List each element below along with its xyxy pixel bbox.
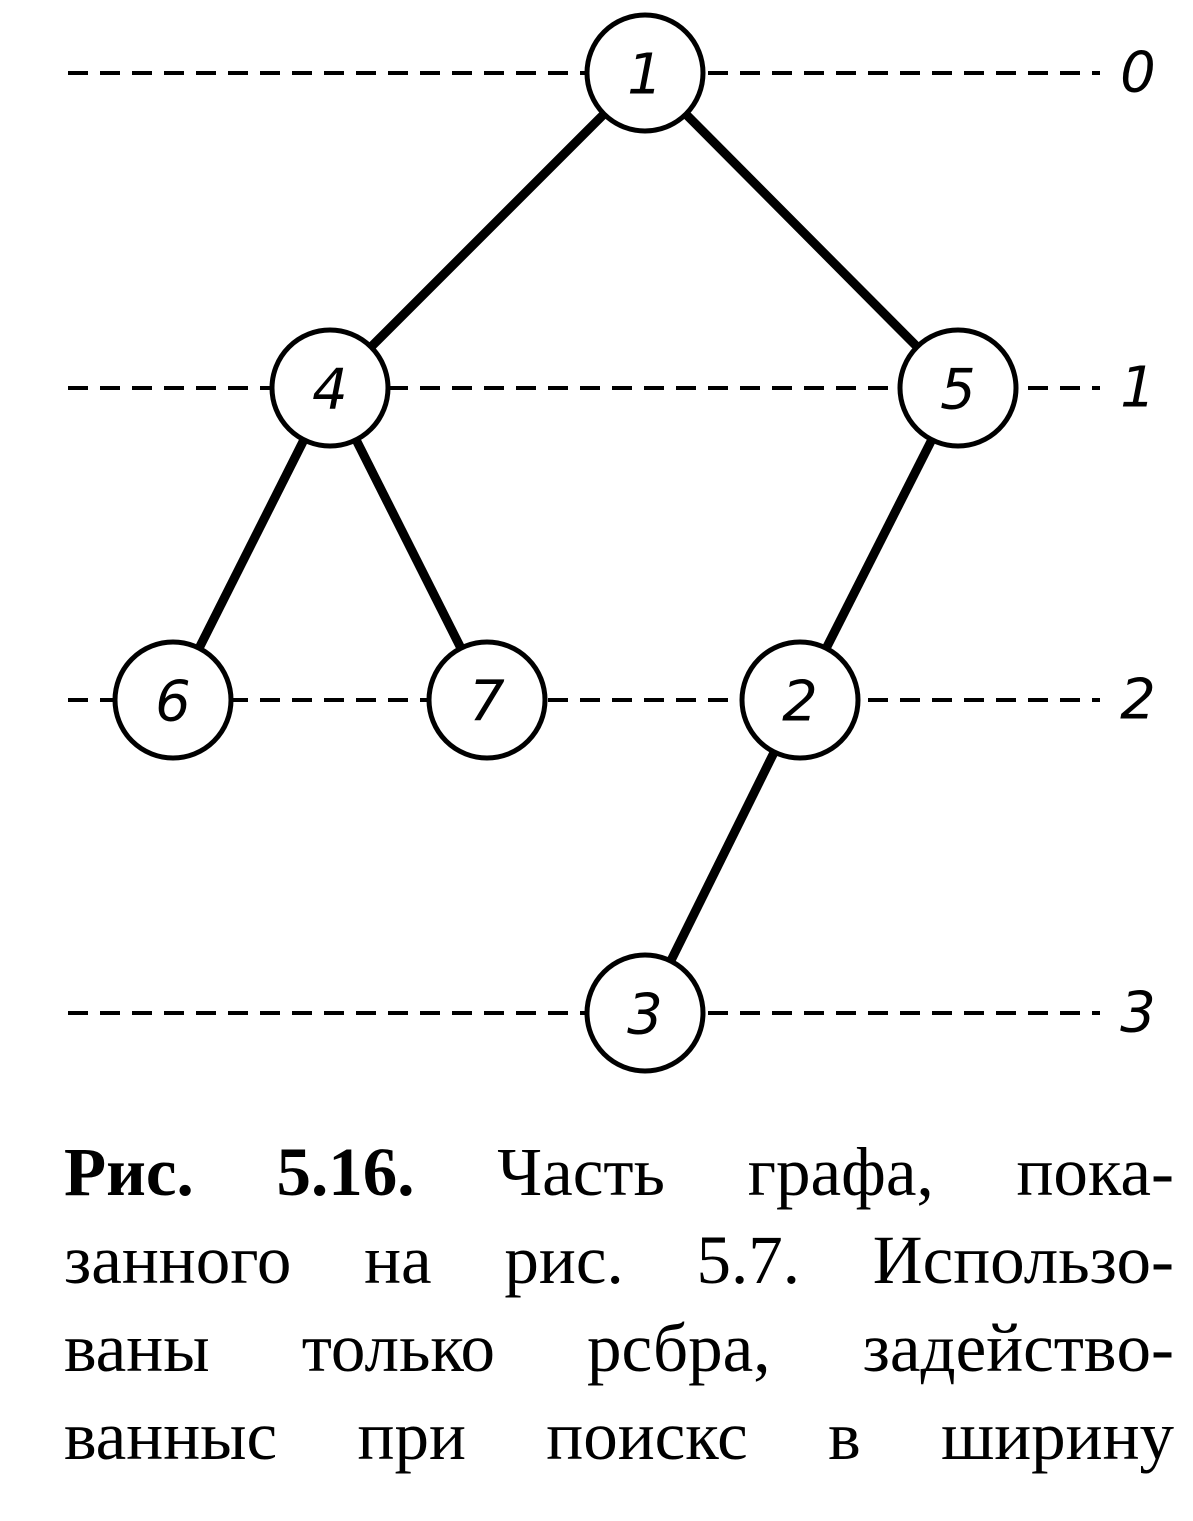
caption-text-1: Часть графа, пока-: [497, 1134, 1175, 1210]
edge-2-3: [666, 749, 779, 964]
figure-reference: Рис. 5.16.: [64, 1134, 415, 1210]
edge-1-4: [367, 110, 608, 351]
level-label-2: 2: [1120, 668, 1156, 733]
edge-5-2: [822, 437, 936, 651]
node-label-6: 6: [155, 670, 191, 735]
node-circle-7: [426, 639, 548, 761]
node-6: 6: [112, 639, 234, 761]
node-label-2: 2: [782, 670, 818, 735]
node-5: 5: [897, 327, 1019, 449]
caption-line-2: занного на рис. 5.7. Использо-: [64, 1222, 1174, 1298]
edge-4-7: [352, 437, 465, 651]
node-circle-3: [584, 952, 706, 1074]
node-2: 2: [739, 639, 861, 761]
level-label-0: 0: [1120, 41, 1156, 106]
edge-4-6: [195, 437, 308, 651]
caption-line-3: ваны только рсбра, задействo-: [64, 1310, 1174, 1386]
node-label-4: 4: [312, 358, 348, 423]
level-lines: [68, 71, 1100, 1015]
level-labels: 0 1 2 3: [1120, 41, 1156, 1046]
edge-1-5: [682, 110, 921, 351]
bfs-tree-diagram: 1 4 5 6 7 2 3 0 1 2 3: [68, 12, 1156, 1074]
node-circle-1: [584, 12, 706, 134]
caption-line-4: ванныс при поискс в ширину: [64, 1398, 1174, 1474]
caption-line-1: Рис. 5.16. Часть графа, пока-: [64, 1128, 1174, 1216]
node-label-1: 1: [627, 43, 663, 108]
level-label-3: 3: [1120, 981, 1156, 1046]
node-circle-2: [739, 639, 861, 761]
node-1: 1: [584, 12, 706, 134]
node-circle-6: [112, 639, 234, 761]
level-label-1: 1: [1120, 356, 1156, 421]
node-label-7: 7: [469, 670, 505, 735]
figure-caption: Рис. 5.16. Часть графа, пока- занного на…: [64, 1128, 1174, 1480]
node-7: 7: [426, 639, 548, 761]
tree-edges: [195, 110, 936, 964]
node-4: 4: [269, 327, 391, 449]
tree-nodes: 1 4 5 6 7 2 3: [112, 12, 1019, 1074]
node-3: 3: [584, 952, 706, 1074]
node-label-3: 3: [627, 983, 663, 1048]
node-label-5: 5: [940, 358, 976, 423]
node-circle-5: [897, 327, 1019, 449]
node-circle-4: [269, 327, 391, 449]
